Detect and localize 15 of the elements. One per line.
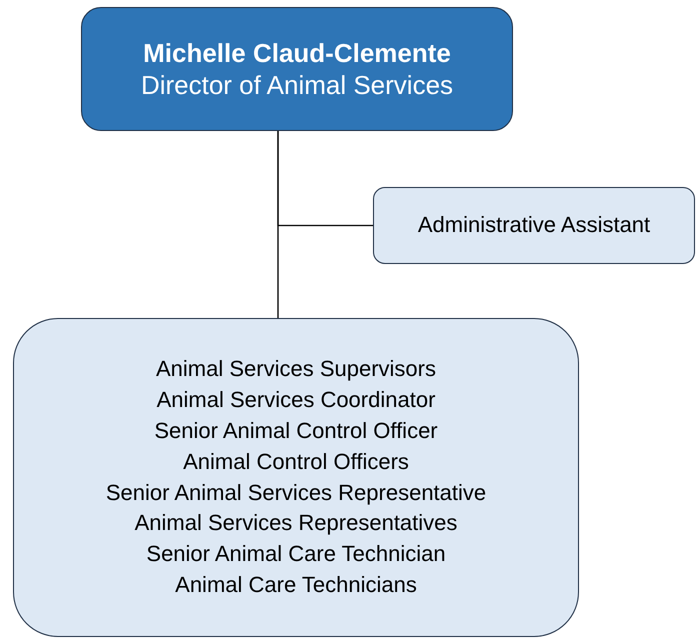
- job-title: Senior Animal Control Officer: [154, 416, 438, 445]
- job-title: Director of Animal Services: [140, 69, 454, 102]
- job-title: Animal Control Officers: [183, 448, 409, 476]
- person-name: Michelle Claud-Clemente: [143, 36, 451, 69]
- staff-group-box: [13, 318, 579, 637]
- director-box: [81, 7, 513, 131]
- job-title: Animal Services Supervisors: [156, 355, 436, 384]
- job-title: Animal Services Representatives: [134, 509, 458, 538]
- position-box: [373, 187, 695, 264]
- job-title: Senior Animal Services Representative: [106, 478, 486, 507]
- connector-line: [277, 131, 279, 318]
- job-title: Animal Care Technicians: [175, 570, 417, 599]
- job-title: Animal Services Coordinator: [156, 386, 436, 414]
- job-title: Senior Animal Care Technician: [146, 540, 446, 568]
- job-title: Administrative Assistant: [418, 211, 650, 240]
